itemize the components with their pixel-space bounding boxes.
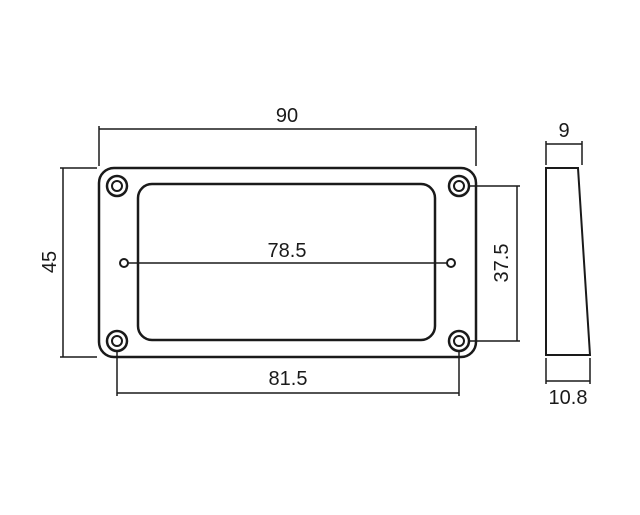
inner-hole-left [119, 258, 129, 268]
side-profile-outline [545, 167, 592, 356]
dim-hole-horizontal-line [116, 351, 460, 396]
ring-inner-opening [136, 182, 437, 342]
label-overall-height: 45 [39, 251, 61, 273]
inner-hole-right [446, 258, 456, 268]
ring-outer-outline [97, 166, 478, 359]
label-overall-width: 90 [276, 105, 298, 127]
dimension-lines [60, 126, 520, 396]
screw-hole-bottom-right [447, 329, 471, 353]
dimension-labels: 90 45 78.5 37.5 81.5 9 10.8 [39, 105, 587, 409]
dim-top-thickness-line [545, 141, 583, 165]
side-view [545, 141, 592, 384]
dim-hole-vertical-line [469, 185, 520, 342]
label-top-thickness: 9 [558, 120, 569, 142]
dim-overall-height-line [60, 167, 97, 358]
label-hole-vertical-spacing: 37.5 [491, 244, 513, 283]
screw-hole-top-left [105, 174, 129, 198]
screw-hole-top-right [447, 174, 471, 198]
label-bottom-thickness: 10.8 [549, 387, 588, 409]
dim-overall-width-line [98, 126, 477, 166]
dim-bottom-thickness-line [545, 358, 591, 384]
screw-hole-bottom-left [105, 329, 129, 353]
label-inner-slot-spacing: 78.5 [268, 240, 307, 262]
label-hole-horizontal-spacing: 81.5 [269, 368, 308, 390]
